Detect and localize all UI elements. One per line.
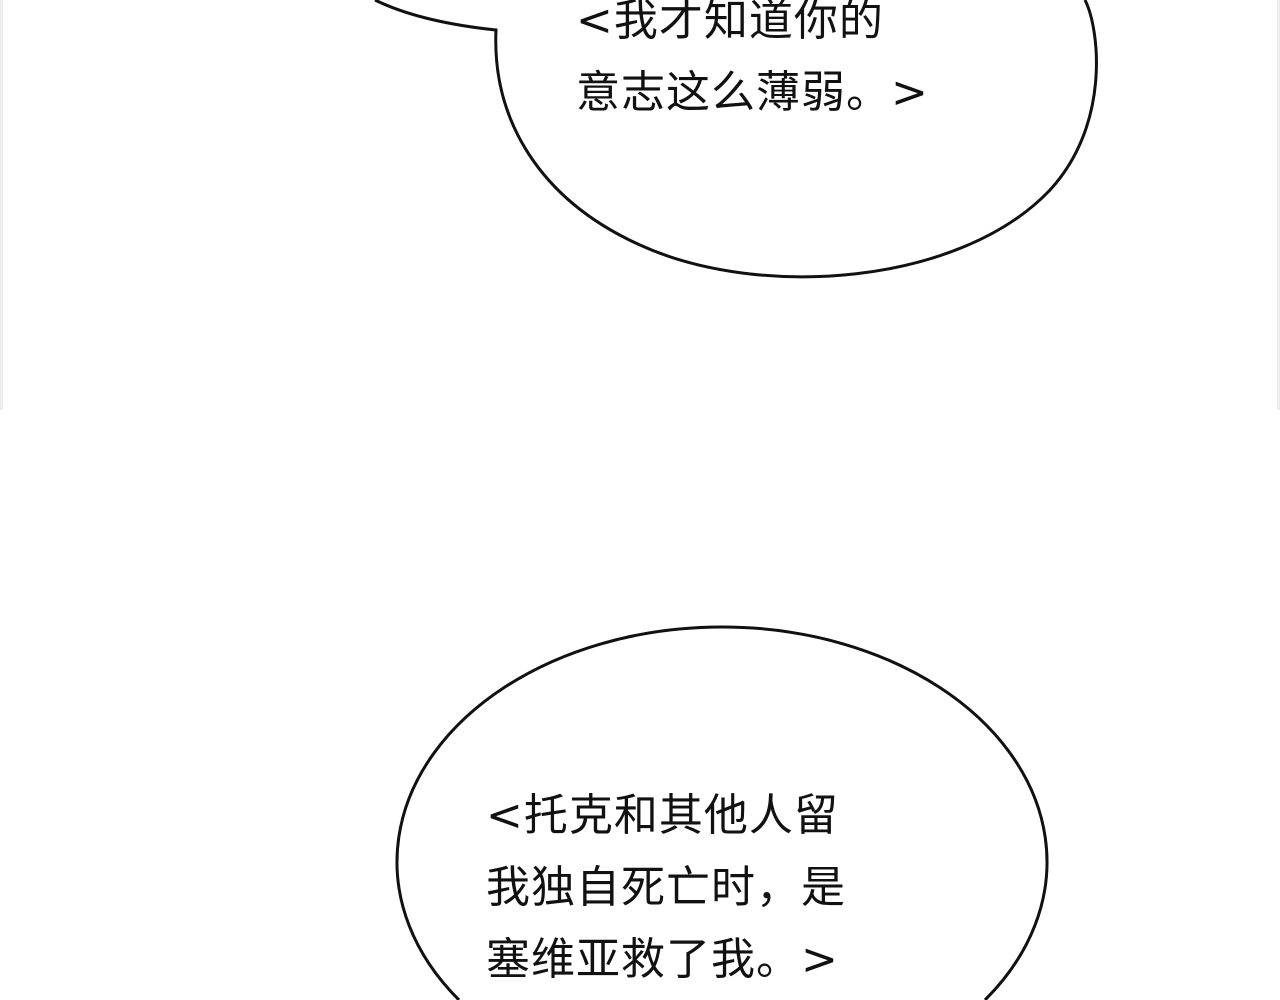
speech-bubble-top-outline xyxy=(374,0,1098,279)
speech-bubble-top-text: <我才知道你的 意志这么薄弱。> xyxy=(576,0,929,129)
speech-bubble-bottom-outline xyxy=(395,625,1049,1000)
bubble-line: 意志这么薄弱。> xyxy=(576,67,929,118)
panel-border-left xyxy=(0,0,3,410)
bubble-line: 塞维亚救了我。> xyxy=(486,934,839,985)
bubble-line: <我才知道你的 xyxy=(576,0,884,46)
bubble-line: 我独自死亡时，是 xyxy=(486,862,846,913)
speech-bubble-bottom-text: <托克和其他人留 我独自死亡时，是 塞维亚救了我。> xyxy=(486,780,846,996)
panel-border-right xyxy=(1277,0,1280,410)
bubble-line: <托克和其他人留 xyxy=(486,790,839,841)
